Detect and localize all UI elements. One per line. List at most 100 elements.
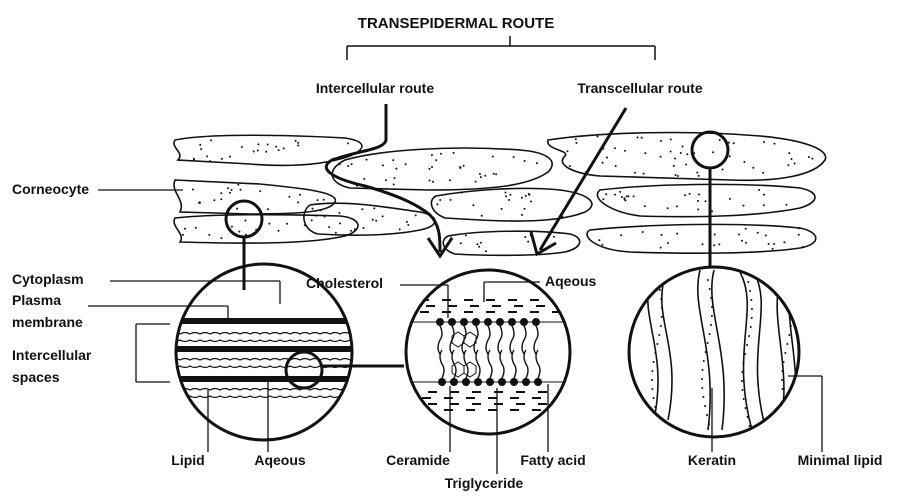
corneocyte-dot [811,158,813,160]
corneocyte-dot [676,233,678,235]
corneocyte-dot [686,153,688,155]
lipid-tail [488,350,492,378]
keratin-dot [741,371,743,373]
lipid-tail [512,350,516,378]
keratin-dot [711,315,713,317]
corneocyte-dot [524,208,526,210]
triglyceride-label: Triglyceride [445,475,524,491]
keratin-dot [744,353,746,355]
corneocyte-dot [697,200,699,202]
corneocyte-dot [643,173,645,175]
lipid-head [484,318,492,326]
corneocyte-dot [598,239,600,241]
corneocyte-dot [354,228,356,230]
corneocyte-dot [311,219,313,221]
intercellular-spaces-label-line1: Intercellular [12,347,92,363]
corneocyte-dot [363,178,365,180]
corneocyte-dot [614,194,616,196]
corneocyte-dot [297,142,299,144]
corneocyte-dot [624,150,626,152]
corneocyte-dot [501,208,503,210]
corneocyte-dot [375,220,377,222]
lipid-wave [170,359,370,361]
corneocyte-dot [661,234,663,236]
corneocyte-dot [738,234,740,236]
keratin-dot [751,317,753,319]
corneocyte-dot [626,195,628,197]
corneocyte-dot [220,198,222,200]
corneocyte-dot [698,194,700,196]
keratin-dot [702,396,704,398]
corneocyte-dot [241,146,243,148]
corneocyte-cell [174,215,358,243]
lipid-tail [536,350,540,378]
corneocyte-dot [569,165,571,167]
corneocyte-dot [763,141,765,143]
lipid-head [498,378,506,386]
keratin-dot [749,290,751,292]
corneocyte-dot [259,190,261,192]
corneocyte-dot [299,194,301,196]
corneocyte-dot [347,165,349,167]
corneocyte-cell [174,180,335,214]
corneocyte-cell [587,224,816,253]
keratin-dot [710,297,712,299]
corneocyte-dot [602,198,604,200]
corneocyte-dot [231,189,233,191]
lipid-tail [440,350,444,378]
keratin-dot [656,343,658,345]
corneocyte-dot [758,189,760,191]
corneocyte-dot [606,157,608,159]
corneocyte-dot [768,243,770,245]
keratin-dot [701,387,703,389]
aqeous-left-label: Aqeous [254,452,306,468]
corneocyte-dot [315,215,317,217]
corneocyte-dot [644,152,646,154]
corneocyte-dot [295,140,297,142]
right-zoom-source-circle [692,132,728,168]
keratin-dot [660,298,662,300]
corneocyte-dot [714,234,716,236]
corneocyte-dot [339,222,341,224]
corneocyte-dot [567,150,569,152]
corneocyte-dot [431,154,433,156]
keratin-dot [747,281,749,283]
corneocyte-dot [366,159,368,161]
keratin-dot [706,414,708,416]
keratin-dot [784,352,786,354]
corneocyte-dot [553,236,555,238]
corneocyte-dot [415,214,417,216]
corneocyte-dot [521,214,523,216]
cytoplasm-label: Cytoplasm [12,271,84,287]
corneocyte-dot [620,234,622,236]
corneocyte-dot [722,169,724,171]
keratin-dot [661,316,663,318]
corneocyte-dot [602,162,604,164]
corneocyte-dot [798,234,800,236]
keratin-dot [743,398,745,400]
corneocyte-dot [257,150,259,152]
corneocyte-dot [206,155,208,157]
corneocyte-dot [283,147,285,149]
corneocyte-dot [297,145,299,147]
corneocyte-dot [713,244,715,246]
corneocyte-dot [745,242,747,244]
keratin-dot [659,289,661,291]
keratin-dot [788,334,790,336]
corneocyte-label: Corneocyte [12,181,89,197]
corneocyte-dot [394,177,396,179]
corneocyte-dot [436,203,438,205]
corneocyte-dot [231,226,233,228]
corneocyte-dot [513,156,515,158]
corneocyte-dot [674,158,676,160]
corneocyte-dot [628,195,630,197]
corneocyte-dot [324,216,326,218]
corneocyte-dot [705,200,707,202]
corneocyte-dot [575,142,577,144]
corneocyte-dot [634,172,636,174]
corneocyte-dot [220,237,222,239]
corneocyte-cell [443,231,579,255]
corneocyte-dot [345,234,347,236]
corneocyte-dot [199,201,201,203]
corneocyte-dot [392,159,394,161]
